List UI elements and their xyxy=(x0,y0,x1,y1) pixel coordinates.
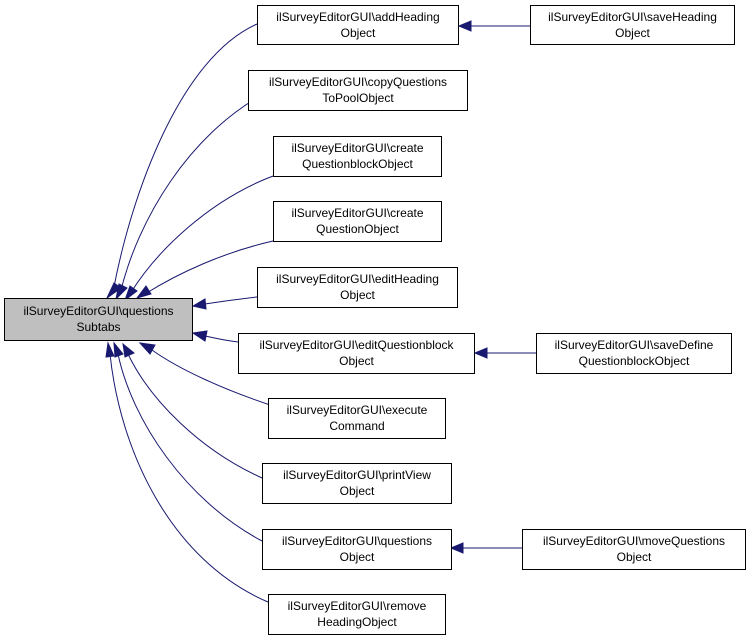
node-line2: QuestionblockObject xyxy=(579,354,690,368)
caller-node-editHeading[interactable]: ilSurveyEditorGUI\editHeading Object xyxy=(257,267,458,308)
edge-editQuestionblock-to-root xyxy=(204,335,239,343)
edge-addHeading-to-root xyxy=(112,23,258,293)
node-line1: ilSurveyEditorGUI\create xyxy=(291,206,423,220)
node-line2: HeadingObject xyxy=(317,615,397,629)
node-line2: Object xyxy=(341,26,376,40)
second-node-saveHeading[interactable]: ilSurveyEditorGUI\saveHeading Object xyxy=(530,5,735,45)
node-line2: Object xyxy=(340,484,375,498)
edge-arrowhead xyxy=(105,282,122,300)
edge-printView-to-root xyxy=(127,353,263,479)
node-line1: ilSurveyEditorGUI\addHeading xyxy=(276,10,439,24)
node-line1: ilSurveyEditorGUI\editHeading xyxy=(276,272,439,286)
node-line1: ilSurveyEditorGUI\questions xyxy=(282,534,432,548)
node-line2: Object xyxy=(615,26,650,40)
node-line1: ilSurveyEditorGUI\moveQuestions xyxy=(543,534,725,548)
node-line1: ilSurveyEditorGUI\saveDefine xyxy=(555,338,714,352)
edge-arrowhead xyxy=(115,283,128,301)
edge-createQuestion-to-root xyxy=(144,240,274,295)
edges xyxy=(105,20,536,603)
edge-arrowhead xyxy=(123,285,138,302)
caller-node-createQuestionblock[interactable]: ilSurveyEditorGUI\create QuestionblockOb… xyxy=(273,136,442,177)
node-line2: Object xyxy=(340,550,375,564)
second-node-saveDefine[interactable]: ilSurveyEditorGUI\saveDefine Questionblo… xyxy=(536,333,732,374)
edge-arrowhead xyxy=(135,285,152,299)
edge-arrowhead xyxy=(473,347,488,359)
caller-node-addHeading[interactable]: ilSurveyEditorGUI\addHeading Object xyxy=(257,5,459,45)
node-line2: Object xyxy=(339,354,374,368)
node-line2: Object xyxy=(617,550,652,564)
edge-arrowhead xyxy=(191,298,207,310)
edge-arrowhead xyxy=(122,342,135,358)
root-node[interactable]: ilSurveyEditorGUI\questions Subtabs xyxy=(4,298,193,341)
root-node-line1: ilSurveyEditorGUI\questions xyxy=(23,304,173,318)
node-line1: ilSurveyEditorGUI\saveHeading xyxy=(548,10,717,24)
node-line1: ilSurveyEditorGUI\editQuestionblock xyxy=(259,338,454,352)
edge-removeHeading-to-root xyxy=(109,353,269,603)
caller-node-printView[interactable]: ilSurveyEditorGUI\printView Object xyxy=(262,463,452,504)
edge-editHeading-to-root xyxy=(204,296,258,305)
caller-node-createQuestion[interactable]: ilSurveyEditorGUI\create QuestionObject xyxy=(273,201,442,242)
node-line1: ilSurveyEditorGUI\execute xyxy=(287,403,428,417)
root-node-line2: Subtabs xyxy=(76,320,120,334)
edge-questions-to-root xyxy=(117,353,263,542)
edge-copyQuestions-to-root xyxy=(119,94,263,295)
node-line2: QuestionObject xyxy=(316,222,399,236)
edge-arrowhead xyxy=(138,342,156,355)
edge-arrowhead xyxy=(113,341,124,358)
edge-createQuestionblock-to-root xyxy=(129,175,274,295)
caller-node-executeCommand[interactable]: ilSurveyEditorGUI\execute Command xyxy=(268,398,446,439)
node-line1: ilSurveyEditorGUI\create xyxy=(291,141,423,155)
node-line1: ilSurveyEditorGUI\copyQuestions xyxy=(269,75,447,89)
node-line2: ToPoolObject xyxy=(322,91,394,105)
edge-executeCommand-to-root xyxy=(151,349,274,407)
node-line1: ilSurveyEditorGUI\remove xyxy=(288,599,427,613)
edge-arrowhead xyxy=(191,330,208,342)
caller-node-removeHeading[interactable]: ilSurveyEditorGUI\remove HeadingObject xyxy=(268,594,446,635)
caller-node-copyQuestions[interactable]: ilSurveyEditorGUI\copyQuestions ToPoolOb… xyxy=(248,70,468,111)
caller-node-editQuestionblock[interactable]: ilSurveyEditorGUI\editQuestionblock Obje… xyxy=(238,333,475,374)
second-node-moveQuestions[interactable]: ilSurveyEditorGUI\moveQuestions Object xyxy=(522,529,746,570)
node-line2: Object xyxy=(340,288,375,302)
edge-arrowhead xyxy=(457,20,472,32)
edge-arrowhead xyxy=(449,542,464,554)
node-line2: QuestionblockObject xyxy=(302,157,413,171)
node-line1: ilSurveyEditorGUI\printView xyxy=(283,468,431,482)
node-line2: Command xyxy=(329,419,384,433)
caller-node-questions[interactable]: ilSurveyEditorGUI\questions Object xyxy=(262,529,452,570)
edge-arrowhead xyxy=(105,341,115,358)
